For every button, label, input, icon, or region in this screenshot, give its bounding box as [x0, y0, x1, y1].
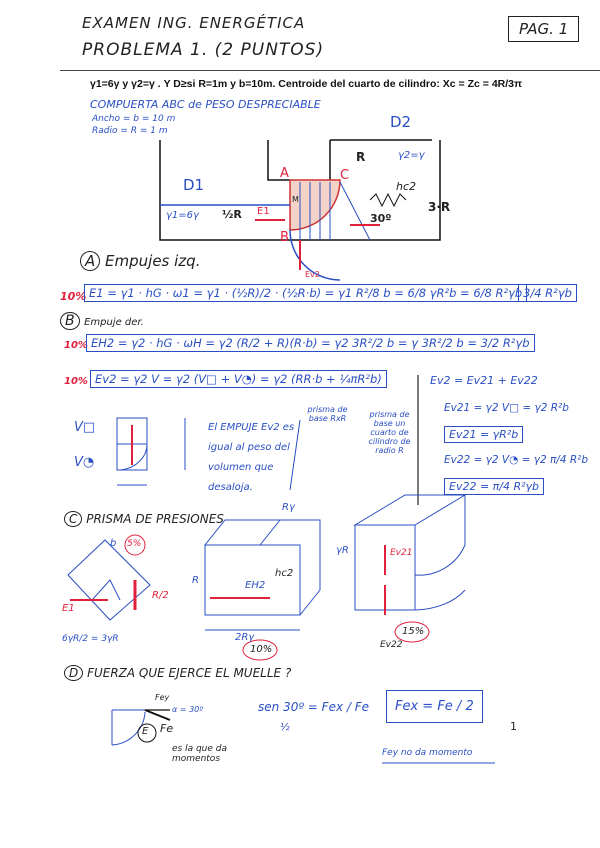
- point-a: A: [280, 166, 289, 181]
- label-2rg: 2Rγ: [235, 632, 255, 643]
- width-note: Ancho = b = 10 m: [92, 114, 176, 124]
- fe-label: Fe: [160, 722, 174, 735]
- prism3-score: 15%: [402, 626, 425, 637]
- point-b: B: [280, 230, 289, 245]
- ev2-label: Ev2: [305, 270, 320, 279]
- prism2-score: 10%: [250, 644, 273, 655]
- section-c-title: PRISMA DE PRESIONES: [86, 512, 224, 526]
- spring-icon: [369, 192, 407, 208]
- label-b: b: [110, 538, 117, 549]
- label-ev22: Ev22: [380, 640, 403, 650]
- label-gr: γR: [336, 545, 349, 556]
- ev2-equation: Ev2 = γ2 V = γ2 (V□ + V◔) = γ2 (RR·b + ¼…: [90, 370, 387, 388]
- header-divider: [60, 70, 600, 71]
- fey-note: Fey no da momento: [382, 748, 473, 758]
- half-r-label: ½R: [222, 208, 242, 221]
- ev2-score: 10%: [64, 376, 88, 387]
- section-d-badge: D: [64, 665, 84, 681]
- spring-force-diagram: [111, 709, 146, 746]
- label-ev21: Ev21: [390, 548, 413, 558]
- ev22-result: Ev22 = π/4 R²γb: [444, 478, 545, 495]
- sin-equation: sen 30º = Fex / Fe: [258, 700, 370, 714]
- ev21-result: Ev21 = γR²b: [444, 426, 524, 443]
- problem-statement: γ1=6γ y γ2=γ . Y D≥si R=1m y b=10m. Cent…: [90, 78, 523, 90]
- section-b-title: Empuje der.: [84, 317, 144, 328]
- v-quarter-label: V◔: [74, 455, 95, 470]
- e1-label: E1: [257, 206, 270, 217]
- e1-result: 3/4 R²γb: [518, 284, 577, 302]
- fe-arrow: [144, 709, 171, 721]
- radius-note: Radio = R = 1 m: [92, 126, 168, 136]
- d2-label: D2: [390, 113, 412, 131]
- point-m: M: [292, 195, 299, 204]
- e-label: E: [142, 726, 149, 737]
- d1-label: D1: [183, 176, 205, 194]
- section-a-score: 10%: [60, 290, 87, 303]
- fex-result: Fex = Fe / 2: [386, 690, 483, 723]
- problem-title: PROBLEMA 1. (2 PUNTOS): [82, 40, 325, 60]
- section-b-heading: B Empuje der.: [60, 312, 144, 330]
- volume-diagram: [116, 417, 186, 486]
- e1-equation: E1 = γ1 · hG · ω1 = γ1 · (½R)/2 · (½R·b)…: [84, 284, 528, 302]
- label-hc2: hc2: [275, 568, 294, 579]
- gate-note: COMPUERTA ABC de PESO DESPRECIABLE: [90, 98, 321, 111]
- eh2-equation: EH2 = γ2 · hG · ωH = γ2 (R/2 + R)(R·b) =…: [86, 334, 535, 352]
- pressure-prism-2: [203, 519, 321, 631]
- section-a-heading: A Empujes izq.: [80, 251, 201, 271]
- label-3gr: 6γR/2 = 3γR: [62, 634, 119, 644]
- prism-note-1: prisma de base RxR: [307, 405, 348, 423]
- three-r-label: 3·R: [428, 200, 451, 214]
- angle-label: 30º: [370, 212, 392, 225]
- ev22-equation: Ev22 = γ2 V◔ = γ2 π/4 R²b: [444, 454, 589, 466]
- pressure-prism-1: [67, 539, 151, 621]
- r-label: R: [356, 150, 366, 164]
- ev21-equation: Ev21 = γ2 V□ = γ2 R²b: [444, 402, 569, 414]
- pressure-hatch: [299, 181, 371, 241]
- hc2-label: hc2: [396, 180, 417, 193]
- alpha-label: α = 30º: [172, 705, 204, 714]
- label-rg: Rγ: [282, 502, 295, 513]
- section-d-title: FUERZA QUE EJERCE EL MUELLE ?: [87, 666, 292, 680]
- section-c-badge: C: [64, 511, 83, 527]
- section-c-heading: C PRISMA DE PRESIONES: [64, 511, 224, 527]
- exam-title: EXAMEN ING. ENERGÉTICA: [82, 14, 306, 32]
- prism1-score: 5%: [127, 539, 142, 549]
- label-eh2: EH2: [245, 580, 266, 591]
- eh2-score: 10%: [64, 340, 88, 351]
- label-r: R: [192, 575, 199, 586]
- v-box-label: V□: [74, 420, 96, 435]
- moment-note: es la que da momentos: [172, 744, 228, 764]
- buoyancy-explanation: El EMPUJE Ev2 es igual al peso del volum…: [208, 422, 295, 493]
- label-r-half: R/2: [152, 590, 169, 601]
- label-e1: E1: [62, 603, 75, 614]
- section-a-badge: A: [80, 251, 101, 271]
- ev2-sum: Ev2 = Ev21 + Ev22: [430, 374, 538, 387]
- section-a-title: Empujes izq.: [105, 252, 201, 270]
- prism-note-2: prisma de base un cuarto de cilindro de …: [368, 410, 411, 455]
- eh2-result: 3/2 R²γb: [480, 336, 530, 350]
- point-c: C: [340, 168, 350, 183]
- gamma1-label: γ1=6γ: [166, 210, 199, 221]
- sin-half: ½: [280, 722, 290, 733]
- quarter-cylinder: [289, 179, 341, 231]
- page-number: 1: [510, 720, 517, 733]
- section-b-badge: B: [60, 312, 80, 330]
- fey-label: Fey: [155, 693, 170, 702]
- gamma2-label: γ2=γ: [398, 150, 425, 161]
- section-d-heading: D FUERZA QUE EJERCE EL MUELLE ?: [64, 665, 292, 681]
- page-label: PAG. 1: [508, 16, 580, 42]
